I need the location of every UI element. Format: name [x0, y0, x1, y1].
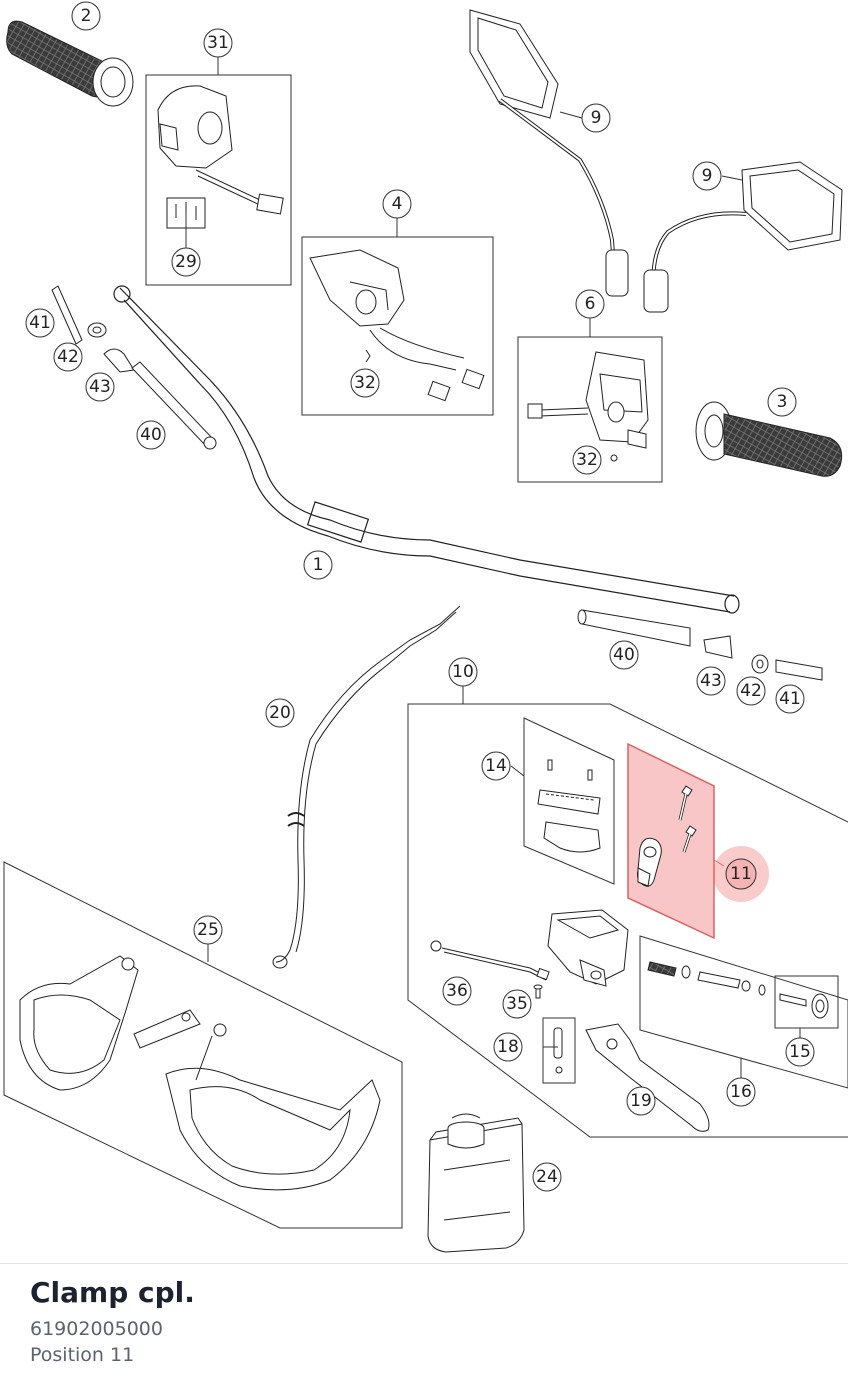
switch-part-6: [527, 351, 649, 462]
callout-label-14: 14: [485, 756, 507, 776]
callout-circles: [25, 1, 815, 1192]
group-box-25: [3, 861, 403, 1229]
callout-label-25: 25: [197, 920, 219, 940]
master-cylinder: [547, 909, 629, 987]
brake-lever-part-19: [585, 1023, 710, 1132]
callout-label-41-left: 41: [29, 313, 51, 333]
callout-label-36: 36: [446, 981, 468, 1001]
grip-part-2: [6, 20, 134, 107]
callout-circle-40-right: [609, 640, 639, 670]
callout-circle-24: [532, 1162, 562, 1192]
leader-lines: [185, 56, 801, 1078]
callout-label-15: 15: [789, 1042, 811, 1062]
brake-pads-part-14: [537, 759, 601, 853]
callout-label-24: 24: [536, 1167, 558, 1187]
callout-label-29: 29: [175, 252, 197, 272]
handguard-part-25: [19, 955, 381, 1191]
callout-label-32-left: 32: [354, 373, 376, 393]
mirror-part-9-top: [469, 9, 629, 297]
callout-label-1: 1: [313, 555, 324, 575]
callout-circle-18: [493, 1032, 523, 1062]
callout-circle-20: [265, 698, 295, 728]
part-title: Clamp cpl.: [30, 1276, 195, 1309]
bar-end-parts-right: [577, 609, 823, 681]
callout-circle-25: [193, 915, 223, 945]
clamp-part-11: [637, 785, 697, 887]
callout-circle-15: [785, 1037, 815, 1067]
callout-label-4: 4: [392, 194, 403, 214]
screw-part-35: [533, 984, 543, 999]
callout-label-20: 20: [269, 703, 291, 723]
callout-circle-42-left: [53, 342, 83, 372]
callout-circle-42-right: [736, 676, 766, 706]
bar-end-parts-left: [51, 285, 217, 450]
callout-label-9-right: 9: [702, 166, 713, 186]
brake-fluid-bottle-part-24: [427, 1113, 525, 1253]
group-box-18: [542, 1017, 576, 1084]
callout-label-16: 16: [730, 1082, 752, 1102]
part-number: 61902005000: [30, 1318, 163, 1340]
callout-circle-43-right: [696, 666, 726, 696]
callout-label-40-left: 40: [140, 425, 162, 445]
callout-circle-19: [626, 1086, 656, 1116]
hose-part-36: [430, 940, 550, 981]
callout-label-43-left: 43: [89, 377, 111, 397]
cable-part-20: [272, 605, 461, 969]
callout-circle-43-left: [85, 372, 115, 402]
callout-circle-3: [767, 387, 797, 417]
divider: [0, 1263, 848, 1264]
callout-label-19: 19: [630, 1091, 652, 1111]
callout-label-6: 6: [585, 294, 596, 314]
callout-circle-40-left: [136, 420, 166, 450]
callout-label-18: 18: [497, 1037, 519, 1057]
callout-label-10: 10: [452, 662, 474, 682]
callout-circle-2: [71, 1, 101, 31]
pin-part-18: [553, 1027, 563, 1074]
callout-label-31: 31: [207, 33, 229, 53]
callout-circle-10: [448, 657, 478, 687]
callout-circle-16: [726, 1077, 756, 1107]
grip-part-3: [695, 401, 843, 477]
callout-label-9-top: 9: [591, 108, 602, 128]
callout-label-42-right: 42: [740, 681, 762, 701]
group-box-10: [407, 703, 848, 1138]
mirror-part-9-right: [643, 161, 843, 313]
callout-circle-32-right: [572, 445, 602, 475]
callout-label-11[interactable]: 11: [730, 864, 752, 884]
callout-circle-6: [575, 289, 605, 319]
switch-part-4: [309, 249, 485, 402]
callout-label-35: 35: [506, 994, 528, 1014]
callout-circle-41-left: [25, 308, 55, 338]
callout-circle-4: [382, 189, 412, 219]
group-box-16: [639, 935, 848, 1089]
callout-label-32-right: 32: [576, 450, 598, 470]
callout-circle-29: [171, 247, 201, 277]
callout-label-2: 2: [81, 6, 92, 26]
callout-circle-9-right: [692, 161, 722, 191]
callout-label-40-right: 40: [613, 645, 635, 665]
highlight-box-11[interactable]: [627, 742, 725, 940]
callout-circle-41-right: [775, 684, 805, 714]
handlebar-part-1: [113, 285, 740, 614]
group-box-14: [523, 717, 615, 885]
callout-label-41-right: 41: [779, 689, 801, 709]
callout-circle-14: [481, 751, 511, 781]
callout-circle-36: [442, 976, 472, 1006]
callout-circle-1: [303, 550, 333, 580]
callout-label-3: 3: [777, 392, 788, 412]
group-box-15: [774, 975, 839, 1029]
callout-circle-11-highlight[interactable]: [713, 846, 769, 902]
part-position: Position 11: [30, 1344, 135, 1366]
switch-part-31: [157, 85, 284, 229]
seal-part-15: [779, 993, 829, 1019]
callout-circle-35: [502, 989, 532, 1019]
piston-kit-part-16: [647, 961, 766, 996]
callout-circle-31: [203, 28, 233, 58]
exploded-parts-diagram: 2 31 29 9 9 4 32 6 32 3 41 42 43 40 1 40…: [3, 1, 848, 1253]
callout-labels: 2 31 29 9 9 4 32 6 32 3 41 42 43 40 1 40…: [29, 6, 811, 1187]
callout-circle-32-left: [350, 368, 380, 398]
callout-label-43-right: 43: [700, 671, 722, 691]
callout-label-42-left: 42: [57, 347, 79, 367]
callout-circle-9-top: [581, 103, 611, 133]
